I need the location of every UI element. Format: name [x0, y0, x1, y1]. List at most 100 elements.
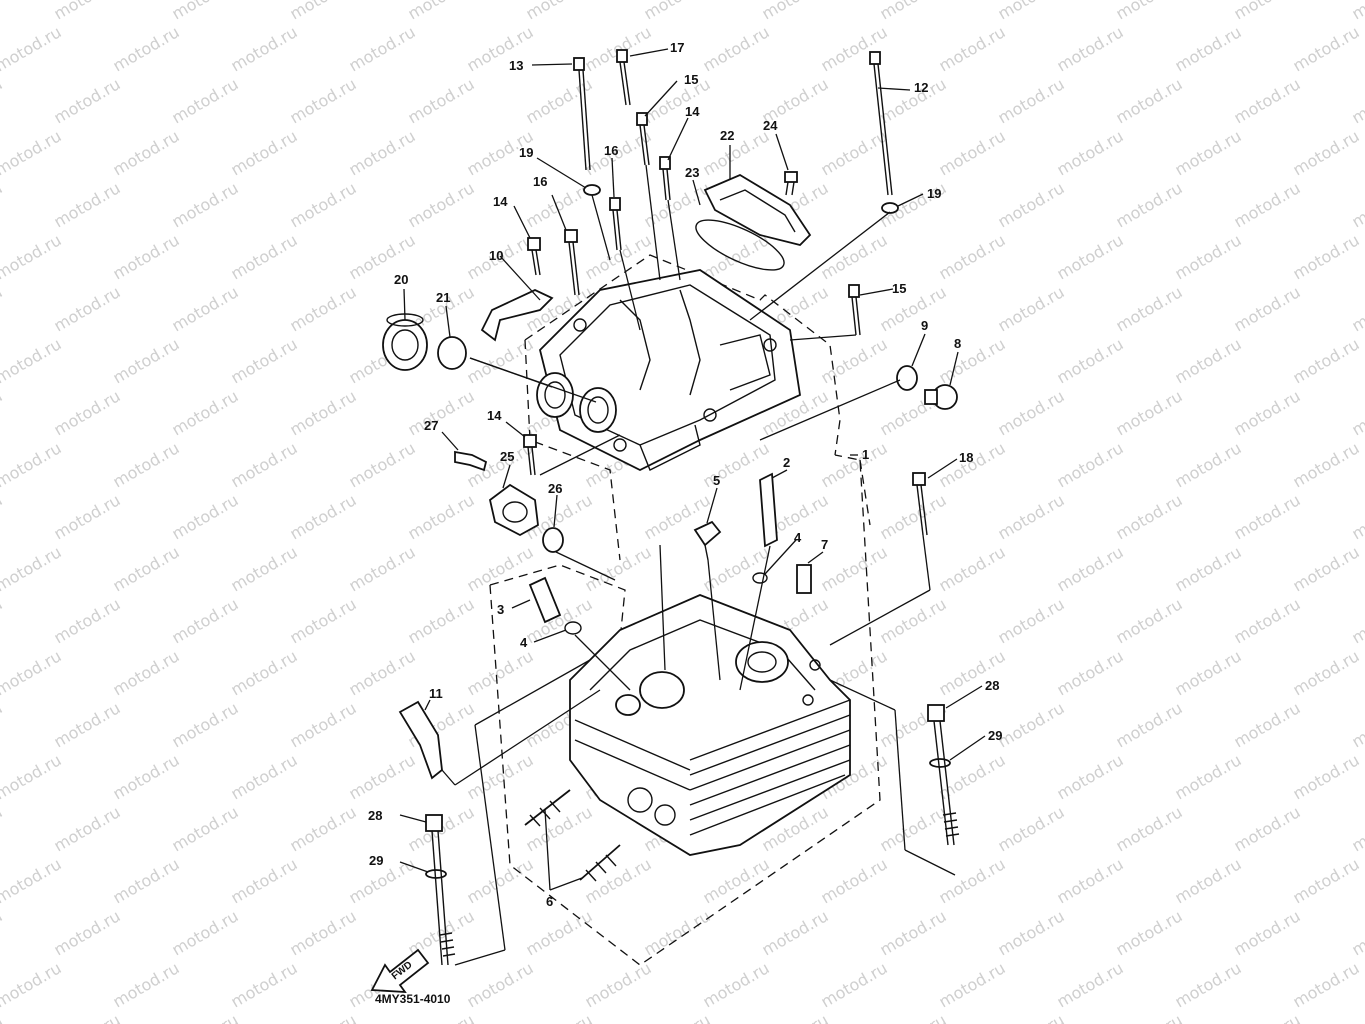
small-parts — [370, 171, 958, 994]
watermark-text: motod.ru — [995, 282, 1068, 335]
watermark-text: motod.ru — [0, 594, 6, 647]
callout-28: 28 — [985, 678, 999, 693]
callout-20: 20 — [394, 272, 408, 287]
watermark-text: motod.ru — [1054, 958, 1127, 1011]
callout-1: 1 — [862, 447, 869, 462]
watermark-text: motod.ru — [1172, 230, 1245, 283]
watermark-text: motod.ru — [1290, 334, 1363, 387]
watermark-text: motod.ru — [523, 0, 596, 23]
watermark-text: motod.ru — [818, 334, 891, 387]
diagram-code: 4MY351-4010 — [375, 992, 451, 1006]
callout-21: 21 — [436, 290, 450, 305]
callout-14: 14 — [685, 104, 700, 119]
studs — [524, 789, 621, 882]
watermark-text: motod.ru — [51, 906, 124, 959]
watermark-text: motod.ru — [1113, 594, 1186, 647]
watermark-text: motod.ru — [51, 386, 124, 439]
callout-24: 24 — [763, 118, 778, 133]
watermark-text: motod.ru — [582, 22, 655, 75]
watermark-text: motod.ru — [1349, 802, 1365, 855]
watermark-text: motod.ru — [995, 490, 1068, 543]
watermark-text: motod.ru — [877, 906, 950, 959]
callout-4: 4 — [520, 635, 528, 650]
watermark-text: motod.ru — [1113, 74, 1186, 127]
watermark-text: motod.ru — [110, 230, 183, 283]
watermark-text: motod.ru — [169, 594, 242, 647]
watermark-text: motod.ru — [995, 0, 1068, 23]
watermark-text: motod.ru — [1231, 0, 1304, 23]
watermark-text: motod.ru — [818, 854, 891, 907]
watermark-text: motod.ru — [110, 854, 183, 907]
watermark-text: motod.ru — [1290, 542, 1363, 595]
watermark-text: motod.ru — [1113, 178, 1186, 231]
watermark-text: motod.ru — [1054, 22, 1127, 75]
watermark-text: motod.ru — [169, 802, 242, 855]
callout-26: 26 — [548, 481, 562, 496]
watermark-text: motod.ru — [169, 0, 242, 23]
watermark-text: motod.ru — [1172, 126, 1245, 179]
watermark-text: motod.ru — [110, 750, 183, 803]
watermark-text: motod.ru — [700, 22, 773, 75]
callout-22: 22 — [720, 128, 734, 143]
leader-lines — [399, 48, 986, 966]
watermark-text: motod.ru — [995, 906, 1068, 959]
watermark-text: motod.ru — [0, 178, 6, 231]
watermark-text: motod.ru — [169, 282, 242, 335]
watermark-text: motod.ru — [0, 126, 65, 179]
callout-13: 13 — [509, 58, 523, 73]
watermark-text: motod.ru — [936, 854, 1009, 907]
watermark-text: motod.ru — [287, 0, 360, 23]
watermark-text: motod.ru — [0, 802, 6, 855]
watermark-text: motod.ru — [1054, 646, 1127, 699]
watermark-text: motod.ru — [1113, 1010, 1186, 1024]
callout-15: 15 — [892, 281, 906, 296]
watermark-text: motod.ru — [700, 958, 773, 1011]
watermark-text: motod.ru — [877, 594, 950, 647]
watermark-text: motod.ru — [1290, 230, 1363, 283]
watermark-text: motod.ru — [0, 22, 65, 75]
watermark-text: motod.ru — [287, 1010, 360, 1024]
watermark-text: motod.ru — [1349, 178, 1365, 231]
watermark-text: motod.ru — [228, 750, 301, 803]
watermark-text: motod.ru — [1054, 854, 1127, 907]
watermark-text: motod.ru — [995, 74, 1068, 127]
watermark-text: motod.ru — [1113, 490, 1186, 543]
watermark-text: motod.ru — [877, 490, 950, 543]
watermark-text: motod.ru — [877, 802, 950, 855]
watermark-text: motod.ru — [759, 0, 832, 23]
watermark-text: motod.ru — [228, 542, 301, 595]
watermark-text: motod.ru — [0, 542, 65, 595]
watermark-text: motod.ru — [110, 542, 183, 595]
watermark-text: motod.ru — [346, 750, 419, 803]
callout-15: 15 — [684, 72, 698, 87]
watermark-text: motod.ru — [405, 0, 478, 23]
watermark-text: motod.ru — [0, 646, 65, 699]
watermark-text: motod.ru — [287, 178, 360, 231]
watermark-text: motod.ru — [0, 1010, 6, 1024]
watermark-text: motod.ru — [582, 958, 655, 1011]
watermark-text: motod.ru — [1054, 542, 1127, 595]
watermark-text: motod.ru — [228, 854, 301, 907]
watermark-text: motod.ru — [346, 542, 419, 595]
watermark-text: motod.ru — [818, 438, 891, 491]
callout-8: 8 — [954, 336, 961, 351]
callout-11: 11 — [429, 686, 443, 701]
watermark-text: motod.ru — [169, 178, 242, 231]
watermark-text: motod.ru — [51, 490, 124, 543]
watermark-text: motod.ru — [995, 594, 1068, 647]
watermark-text: motod.ru — [1172, 750, 1245, 803]
callout-25: 25 — [500, 449, 514, 464]
watermark-text: motod.ru — [995, 1010, 1068, 1024]
watermark-text: motod.ru — [936, 230, 1009, 283]
watermark-text: motod.ru — [51, 802, 124, 855]
callout-28: 28 — [368, 808, 382, 823]
watermark-text: motod.ru — [1290, 958, 1363, 1011]
watermark-text: motod.ru — [228, 958, 301, 1011]
bolts — [425, 49, 960, 966]
watermark-text: motod.ru — [169, 490, 242, 543]
watermark-text: motod.ru — [1349, 0, 1365, 23]
watermark-text: motod.ru — [818, 126, 891, 179]
watermark-text: motod.ru — [1349, 386, 1365, 439]
watermark-text: motod.ru — [1349, 282, 1365, 335]
